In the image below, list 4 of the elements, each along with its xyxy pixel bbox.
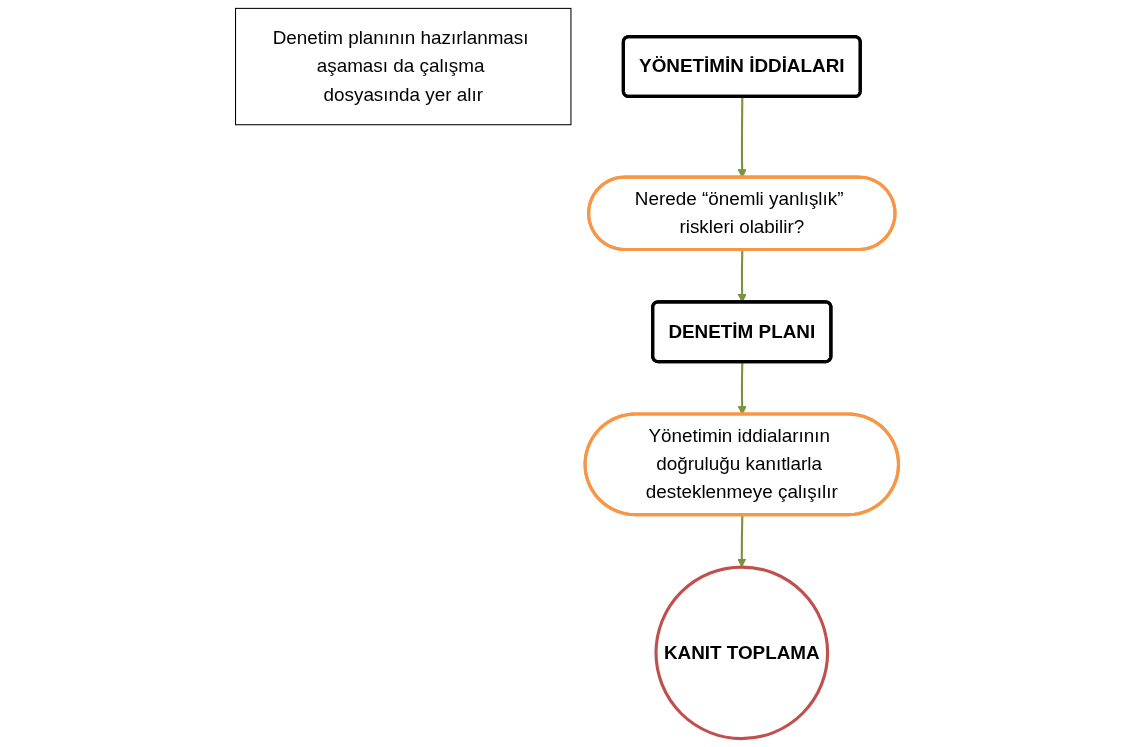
arrow [737, 362, 747, 415]
arrow [737, 515, 747, 568]
node-box: Denetim planının hazırlanması aşaması da çalışma dosyasında yer alır [235, 7, 572, 126]
node-circle: KANIT TOPLAMA [654, 565, 830, 741]
